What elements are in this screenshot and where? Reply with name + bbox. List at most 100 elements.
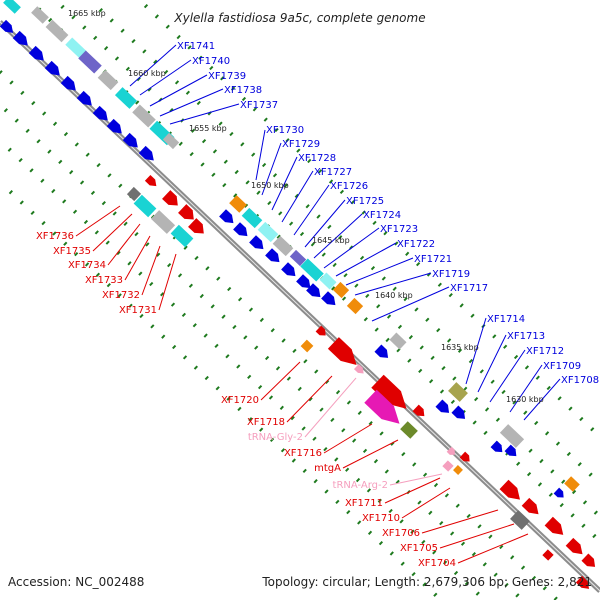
- guide-dot: [274, 127, 279, 133]
- guide-dot: [272, 173, 278, 178]
- reverse-label-connector: [477, 334, 507, 393]
- guide-dot: [225, 354, 230, 359]
- guide-dot: [222, 182, 227, 188]
- guide-dot: [69, 170, 74, 175]
- forward-gene-arrow: [521, 497, 539, 515]
- guide-dot: [187, 45, 192, 50]
- guide-dot: [546, 385, 551, 391]
- guide-dot: [363, 317, 368, 322]
- reverse-label-connector: [129, 44, 177, 87]
- guide-dot: [368, 421, 373, 426]
- gene-label-xf1720: XF1720: [221, 395, 259, 406]
- guide-dot: [475, 591, 480, 596]
- guide-dot: [537, 482, 543, 487]
- guide-dot: [313, 479, 318, 484]
- guide-dot: [411, 571, 416, 577]
- guide-dot: [436, 327, 441, 333]
- guide-dot: [448, 292, 453, 298]
- guide-dot: [457, 348, 463, 353]
- guide-dot: [164, 69, 169, 75]
- guide-dot: [327, 224, 332, 230]
- guide-dot: [523, 410, 528, 415]
- gene-label-xf1738: XF1738: [224, 85, 262, 96]
- guide-dot: [72, 209, 78, 214]
- guide-dot: [592, 533, 597, 539]
- forward-gene-arrow: [565, 537, 583, 555]
- guide-dot: [283, 183, 288, 188]
- gene-label-xf1737: XF1737: [240, 100, 278, 111]
- reverse-gene-arrow: [553, 487, 564, 498]
- guide-dot: [468, 358, 473, 364]
- guide-dot: [301, 426, 306, 431]
- guide-dot: [383, 231, 388, 236]
- guide-dot: [354, 283, 359, 288]
- forward-label-connector: [323, 423, 373, 454]
- gene-label-xf1728: XF1728: [298, 153, 336, 164]
- gene-label-xf1722: XF1722: [397, 239, 435, 250]
- guide-dot: [499, 544, 504, 550]
- gene-label-xf1716: XF1716: [284, 448, 322, 459]
- guide-dot: [90, 190, 96, 195]
- gene-block: [289, 249, 307, 267]
- guide-dot: [379, 431, 384, 436]
- reverse-label-connector: [509, 364, 543, 413]
- reverse-label-connector: [304, 199, 346, 248]
- gene-label-xf1710: XF1710: [362, 513, 400, 524]
- guide-dot: [365, 293, 370, 299]
- gene-block: [170, 224, 194, 248]
- guide-dot: [579, 416, 584, 422]
- forward-gene-labels: XF1736 XF1735 XF1734 XF1733 XF1732 XF173…: [36, 231, 456, 569]
- guide-dot: [557, 396, 562, 401]
- gene-label-xf1724: XF1724: [363, 210, 401, 221]
- forward-gene-arrow: [575, 575, 590, 589]
- guide-dot: [252, 107, 257, 112]
- reverse-label-connector: [354, 272, 432, 296]
- guide-dot: [95, 272, 101, 277]
- guide-dot: [568, 406, 573, 411]
- forward-label-connector: [342, 439, 399, 469]
- trna-label-connector: [304, 377, 357, 438]
- guide-dot: [377, 498, 382, 503]
- guide-dot: [472, 420, 477, 425]
- guide-dot: [474, 396, 479, 402]
- guide-dot: [114, 56, 120, 61]
- guide-dot: [444, 493, 449, 498]
- gene-label-xf1719: XF1719: [432, 269, 470, 280]
- guide-dot: [135, 100, 140, 105]
- gene-block: [150, 210, 176, 234]
- tick-1640: 1640 kbp: [375, 291, 413, 300]
- reverse-label-connector: [149, 74, 208, 107]
- guide-dot: [416, 262, 421, 267]
- guide-dot: [290, 415, 295, 421]
- guide-dot: [325, 379, 330, 384]
- guide-dot: [63, 131, 69, 137]
- gene-label-xf1705: XF1705: [400, 543, 438, 554]
- guide-dot: [31, 101, 36, 106]
- guide-dot: [334, 457, 339, 462]
- guide-dot: [422, 472, 428, 477]
- gene-block: [31, 6, 49, 24]
- gene-block: [241, 207, 263, 229]
- gene-label-xf1712: XF1712: [526, 346, 564, 357]
- guide-dot: [289, 221, 294, 226]
- guide-dot: [408, 335, 413, 340]
- guide-dot: [145, 242, 150, 247]
- forward-gene-arrow: [544, 516, 564, 535]
- guide-dot: [493, 572, 498, 577]
- guide-dot: [482, 562, 487, 567]
- gene-block: [3, 0, 21, 14]
- forward-label-connector: [384, 477, 441, 504]
- guide-dot: [62, 199, 67, 204]
- guide-dot: [117, 293, 122, 298]
- forward-label-connector: [286, 375, 333, 423]
- guide-dot: [308, 397, 313, 402]
- guide-dot: [428, 510, 433, 515]
- guide-dot: [542, 586, 547, 591]
- guide-dot: [185, 90, 191, 95]
- guide-dot: [237, 297, 243, 302]
- guide-dot: [237, 406, 242, 412]
- guide-dot: [433, 482, 439, 488]
- guide-dot: [96, 162, 101, 168]
- guide-dot: [399, 519, 404, 524]
- reverse-label-connector: [169, 103, 240, 125]
